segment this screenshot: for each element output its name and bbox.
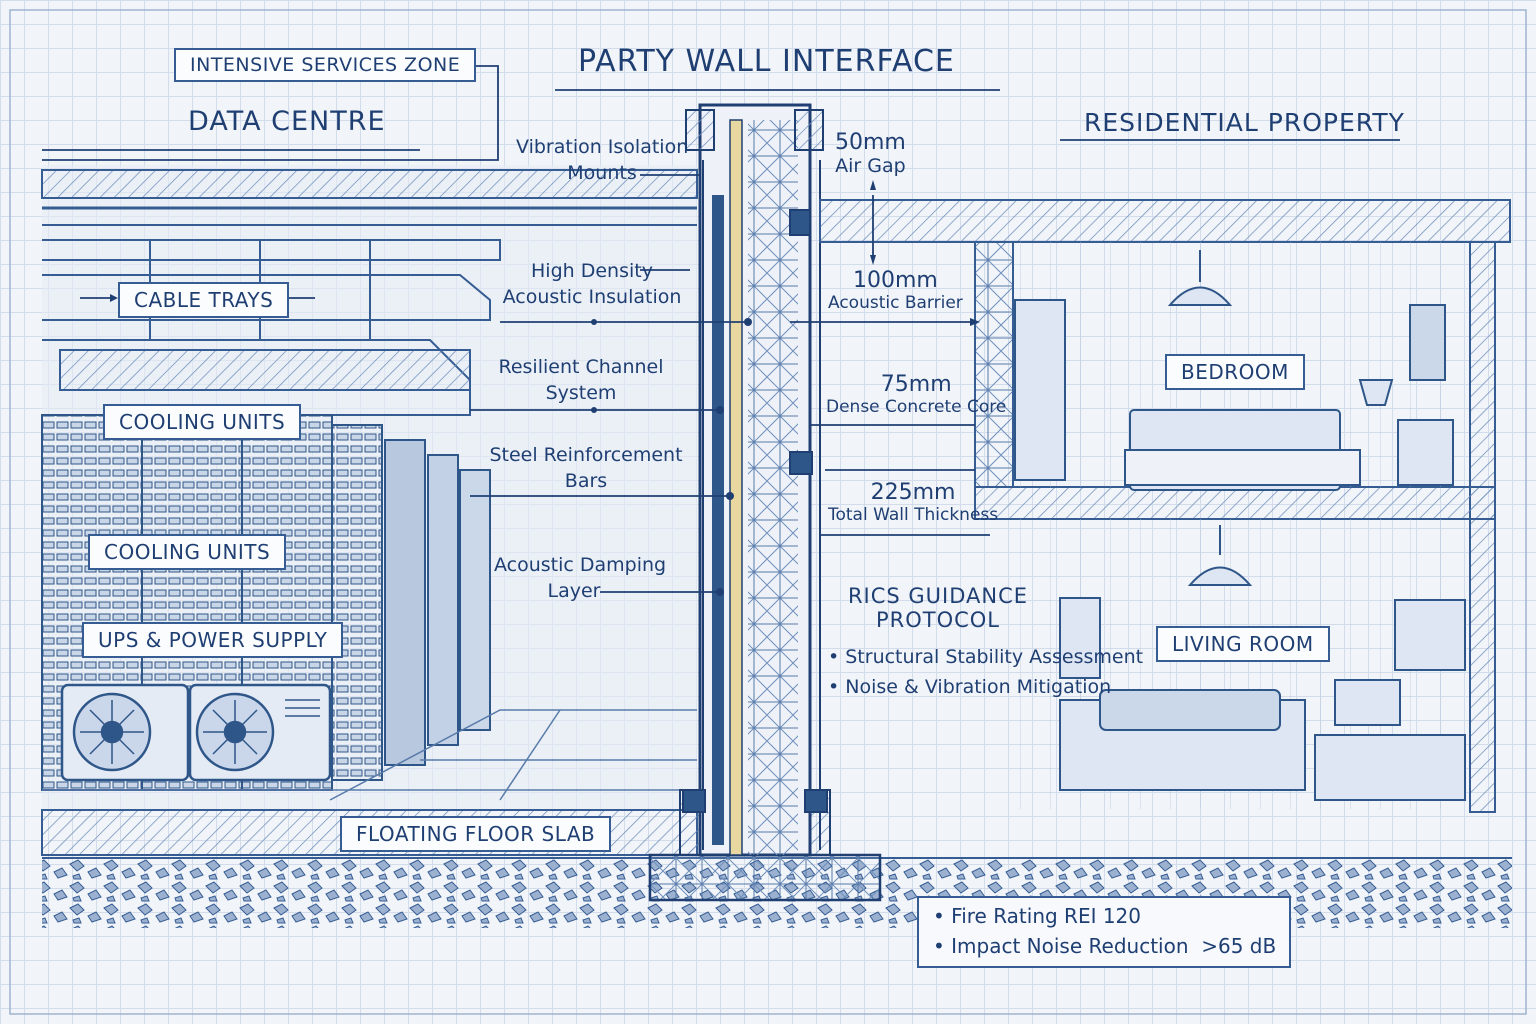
rics-item: • Structural Stability Assessment [828,646,1144,668]
rating-impact: • Impact Noise Reduction >65 dB [933,934,1277,958]
floating-floor-label: FLOATING FLOOR SLAB [340,816,612,852]
cooling-units-label-2: COOLING UNITS [88,534,287,570]
residential-section [819,199,1511,813]
residential-title: RESIDENTIAL PROPERTY [1084,108,1405,137]
rics-item: • Noise & Vibration Mitigation [828,676,1112,698]
cooling-units-label-1: COOLING UNITS [103,404,302,440]
ac-unit-2 [188,683,332,782]
ups-label: UPS & POWER SUPPLY [82,622,344,658]
data-centre-title: DATA CENTRE [188,106,386,137]
party-wall-section [648,103,882,902]
data-centre-room [41,165,698,856]
rating-fire: • Fire Rating REI 120 [933,904,1142,928]
cable-trays-label: CABLE TRAYS [118,282,290,318]
zone-label: INTENSIVE SERVICES ZONE [174,48,477,82]
bedroom-label: BEDROOM [1165,354,1305,390]
ratings-panel: • Fire Rating REI 120 • Impact Noise Red… [917,896,1291,968]
living-room-label: LIVING ROOM [1156,626,1330,662]
ac-unit-1 [60,683,190,782]
page-title: PARTY WALL INTERFACE [578,44,955,79]
